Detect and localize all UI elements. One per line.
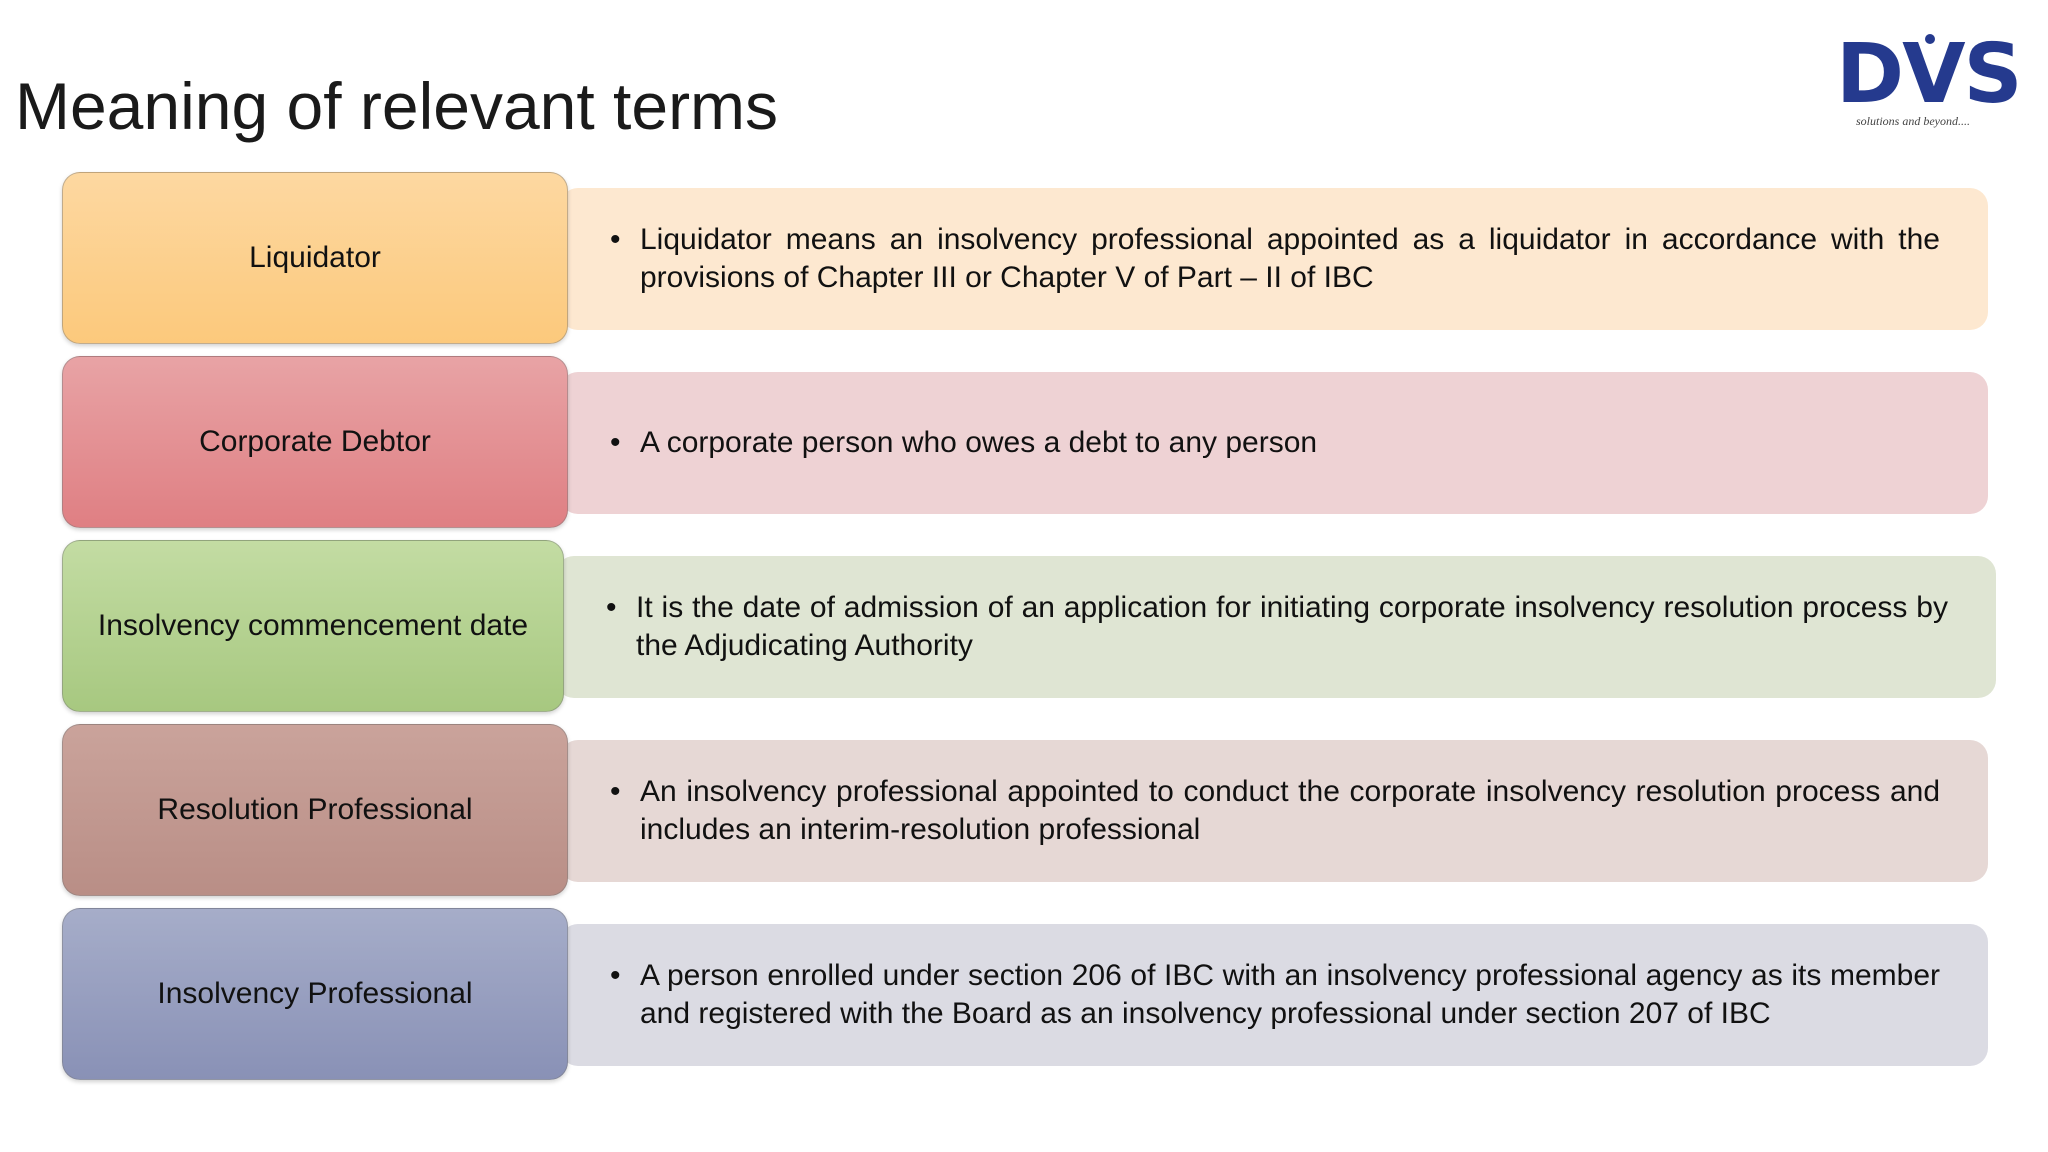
definition-box: • It is the date of admission of an appl… <box>556 556 1996 698</box>
term-row-liquidator: • Liquidator means an insolvency profess… <box>0 172 2048 352</box>
definition-text: • A person enrolled under section 206 of… <box>610 957 1940 1033</box>
definition-box: • A corporate person who owes a debt to … <box>560 372 1988 514</box>
definition-text: • A corporate person who owes a debt to … <box>610 424 1317 462</box>
logo-letters: DVS <box>1836 27 2023 122</box>
definition-content: A corporate person who owes a debt to an… <box>640 426 1318 459</box>
bullet-icon: • <box>610 959 621 992</box>
definition-content: An insolvency professional appointed to … <box>640 775 1940 846</box>
term-row-resolution-professional: • An insolvency professional appointed t… <box>0 724 2048 904</box>
definition-text: • An insolvency professional appointed t… <box>610 773 1940 849</box>
term-label: Corporate Debtor <box>62 356 568 528</box>
term-row-corporate-debtor: • A corporate person who owes a debt to … <box>0 356 2048 536</box>
term-label: Resolution Professional <box>62 724 568 896</box>
definition-box: • A person enrolled under section 206 of… <box>560 924 1988 1066</box>
definition-box: • An insolvency professional appointed t… <box>560 740 1988 882</box>
bullet-icon: • <box>610 426 621 459</box>
definition-content: It is the date of admission of an applic… <box>636 591 1948 662</box>
logo-tagline: solutions and beyond.... <box>1856 114 1970 128</box>
term-row-insolvency-commencement-date: • It is the date of admission of an appl… <box>0 540 2048 720</box>
definition-content: Liquidator means an insolvency professio… <box>640 223 1940 294</box>
definition-text: • It is the date of admission of an appl… <box>606 589 1948 665</box>
term-row-insolvency-professional: • A person enrolled under section 206 of… <box>0 908 2048 1088</box>
slide-title: Meaning of relevant terms <box>15 69 779 143</box>
term-label: Liquidator <box>62 172 568 344</box>
bullet-icon: • <box>610 223 621 256</box>
term-label: Insolvency Professional <box>62 908 568 1080</box>
bullet-icon: • <box>606 591 617 624</box>
logo-dot-icon <box>1925 34 1935 44</box>
dvs-logo: DVS solutions and beyond.... <box>1832 30 2032 130</box>
definition-text: • Liquidator means an insolvency profess… <box>610 221 1940 297</box>
definition-content: A person enrolled under section 206 of I… <box>640 959 1940 1030</box>
term-label: Insolvency commencement date <box>62 540 564 712</box>
bullet-icon: • <box>610 775 621 808</box>
definition-box: • Liquidator means an insolvency profess… <box>560 188 1988 330</box>
